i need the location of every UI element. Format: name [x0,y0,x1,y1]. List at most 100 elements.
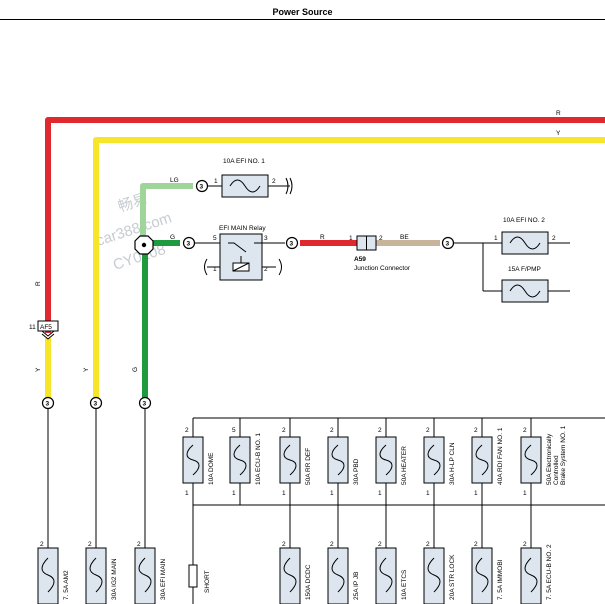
busbar [193,417,605,506]
efi-no2-pin2: 2 [552,235,556,242]
terminal-3: 3 [187,241,191,248]
upper-fuse: 2 1 30A PBD [327,418,360,505]
fuse-top-pin: 2 [523,541,527,548]
upper-fuse: 2 1 40A RDI FAN NO. 1 [471,418,504,505]
watermark: 畅易 car388.com CY0108 [94,190,174,273]
fuse-top-pin: 2 [282,427,286,434]
fuse-top-pin: 5 [232,427,236,434]
fuse-top-pin: 2 [330,427,334,434]
efi-no1-pin1: 1 [214,178,218,185]
fuse-top-pin: 2 [523,427,527,434]
lower-fuse: 2 30A EFI MAIN [134,541,167,604]
fuse-label: 10A ECU-B NO. 1 [255,433,262,485]
short-label: SHORT [204,570,211,593]
fuse-top-pin: 2 [474,541,478,548]
relay-pin3: 3 [264,235,268,242]
fuse-top-pin: 2 [88,541,92,548]
wire-label-be: BE [400,234,409,241]
fuse-label: 20A STR LOCK [449,554,456,600]
fuse-label: 7. 5A ECU-B NO. 2 [546,544,553,600]
relay-label: EFI MAIN Relay [219,225,266,232]
fuse-label: 50A ElectronicallyControlledBrake System… [546,425,567,485]
efi-no2-label: 10A EFI NO. 2 [503,217,545,224]
wire-label-lg: LG [170,177,179,184]
terminal-3: 3 [200,184,204,191]
fuse-label: 50A RR DEF [305,448,312,485]
fuse-label: 7. 5A IMMOBI [497,559,504,600]
wire-label-y-top: Y [556,130,561,137]
fuse-bottom-pin: 1 [523,490,527,497]
junction-connector-a59: 1 2 A59 Junction Connector [349,235,411,272]
fuse-top-pin: 2 [474,427,478,434]
efi-no2-pin1: 1 [494,235,498,242]
junction-code: A59 [354,256,366,263]
fuse-label: 40A RDI FAN NO. 1 [497,427,504,485]
upper-fuse: 2 1 50A RR DEF [279,418,312,505]
terminal-3: 3 [290,241,294,248]
relay-pin2: 2 [264,266,268,273]
lower-fuse-row: 2 7. 5A AM2 2 30A IG2 MAIN 2 30A EFI MAIN SHOR… [37,505,553,604]
fpmp-label: 15A F/PMP [508,266,541,273]
fuse-bottom-pin: 1 [185,490,189,497]
fuse-label: 50A HEATER [401,446,408,485]
lower-terminals: 3 3 3 [41,396,152,548]
wire-label-y-left: Y [35,367,42,372]
fuse-top-pin: 2 [282,541,286,548]
wire-label-g-mid: G [132,367,139,372]
lower-fuse: 2 30A IG2 MAIN [85,541,118,604]
terminal-3: 3 [94,401,98,408]
terminal-3: 3 [446,241,450,248]
fuse-label: 10A DOME [208,452,215,485]
fuse-label: 30A EFI MAIN [160,559,167,600]
lower-fuse: 2 7. 5A AM2 [37,541,70,604]
lower-fuse: SHORT [188,505,211,604]
junction-name: Junction Connector [354,265,411,272]
fuse-top-pin: 2 [426,427,430,434]
fuse-label: 25A IP JB [353,572,360,600]
upper-fuse: 5 1 10A ECU-B NO. 1 [229,418,262,505]
fuse-label: 30A PBD [353,458,360,485]
upper-fuse: 2 1 50A HEATER [375,418,408,505]
relay-efi-main: EFI MAIN Relay 3 5 3 1 2 3 [182,225,299,281]
yellow-main-wire [93,137,605,398]
fuse-label: 30A H-LP CLN [449,442,456,485]
title-divider [0,19,605,20]
wire-label-r-relay-out: R [320,234,325,241]
fuse-top-pin: 2 [137,541,141,548]
fuse-bottom-pin: 1 [282,490,286,497]
junction-pin2: 2 [379,235,383,242]
terminal-3: 3 [46,401,50,408]
splice-point [134,235,154,255]
upper-fuse: 2 1 50A ElectronicallyControlledBrake Syst… [520,418,567,505]
efi-no1-label: 10A EFI NO. 1 [223,158,265,165]
wire-label-g-relay: G [170,234,175,241]
fuse-bottom-pin: 1 [378,490,382,497]
light-green-wire [140,183,193,237]
fuse-top-pin: 2 [40,541,44,548]
af5-name: AF5 [40,324,52,331]
fuse-bottom-pin: 1 [474,490,478,497]
wire-label-r-top: R [556,110,561,117]
fuse-label: 7. 5A AM2 [63,570,70,600]
wire-label-r-left: R [35,281,42,286]
efi-no1-pin2: 2 [272,178,276,185]
wire-label-y-mid: Y [83,367,90,372]
lower-fuse: 2 7. 5A ECU-B NO. 2 [520,505,553,604]
connector-af5: 11 AF5 [29,320,59,340]
terminal-3: 3 [143,401,147,408]
af5-pin: 11 [29,324,36,331]
fuse-label: 30A IG2 MAIN [111,558,118,600]
fuse-bottom-pin: 1 [232,490,236,497]
fuse-label: 10A ETCS [401,569,408,600]
fuse-top-pin: 2 [378,427,382,434]
fuse-efi-no2-group: 3 10A EFI NO. 2 1 2 15A F/PMP [441,217,570,303]
junction-pin1: 1 [349,235,353,242]
relay-pin5: 5 [213,235,217,242]
fuse-bottom-pin: 1 [330,490,334,497]
